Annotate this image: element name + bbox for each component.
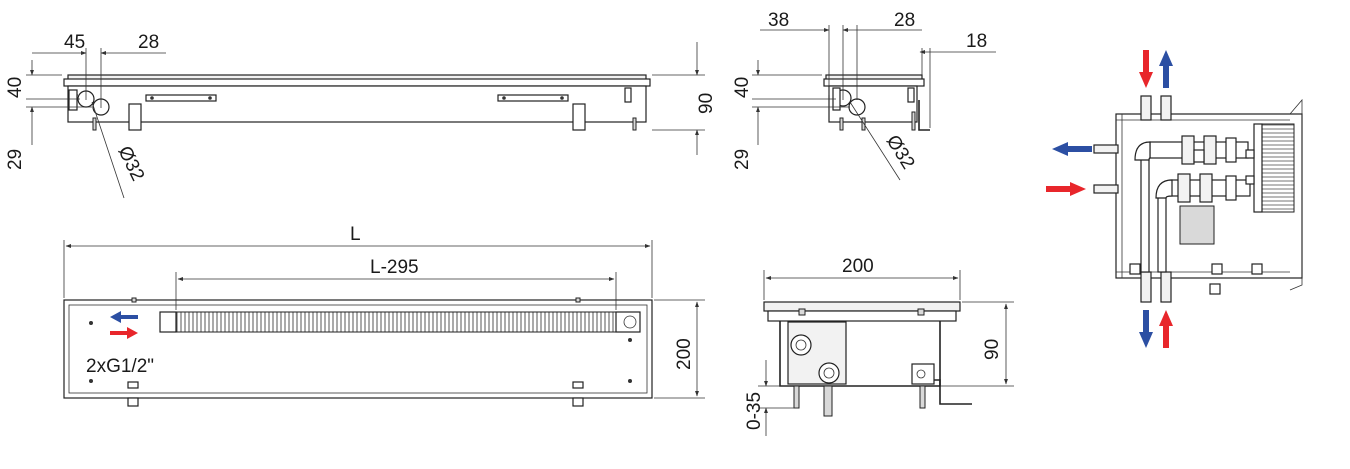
return-out-arrow-icon: [1159, 50, 1173, 88]
dim-40: 40: [5, 77, 26, 98]
dim-d32-right: Ø32: [882, 132, 919, 174]
return-down-arrow-icon: [1139, 310, 1153, 348]
dim-0-35: 0-35: [744, 392, 765, 430]
dim-200-top: 200: [674, 338, 695, 370]
return-left-arrow-icon: [1052, 142, 1092, 156]
dim-40-right: 40: [732, 77, 753, 98]
side-view-short: 38 28 18 40 29 Ø32: [732, 10, 996, 181]
supply-arrow-icon: [110, 327, 138, 339]
return-arrow-icon: [110, 311, 138, 323]
top-view: 2xG1/2" L L-295 200: [63, 224, 705, 407]
dim-29-right: 29: [732, 149, 753, 170]
dim-90-side: 90: [696, 93, 717, 114]
dim-28-right: 28: [894, 10, 915, 31]
connection-label: 2xG1/2": [86, 356, 154, 377]
supply-up-arrow-icon: [1159, 310, 1173, 348]
side-view-long: 45 28 40 29 90 Ø32: [5, 32, 717, 199]
dim-18: 18: [966, 31, 987, 52]
dim-90-section: 90: [982, 339, 1003, 360]
dim-L-295: L-295: [370, 257, 419, 278]
supply-in-arrow-icon: [1139, 50, 1153, 88]
connection-detail: [1046, 50, 1303, 348]
valve-actuator: [1179, 205, 1215, 245]
trough: [67, 85, 647, 123]
dim-200-section: 200: [842, 256, 874, 277]
dim-29: 29: [5, 149, 26, 170]
dim-d32: Ø32: [114, 143, 149, 184]
heat-exchanger: [175, 311, 617, 333]
section-view: 200 90 0-35: [744, 256, 1014, 436]
heat-exchanger-end: [1261, 123, 1295, 213]
dim-45: 45: [64, 32, 85, 53]
dim-L: L: [350, 224, 361, 245]
dim-38: 38: [768, 10, 789, 31]
supply-right-arrow-icon: [1046, 182, 1086, 196]
dim-28: 28: [138, 32, 159, 53]
